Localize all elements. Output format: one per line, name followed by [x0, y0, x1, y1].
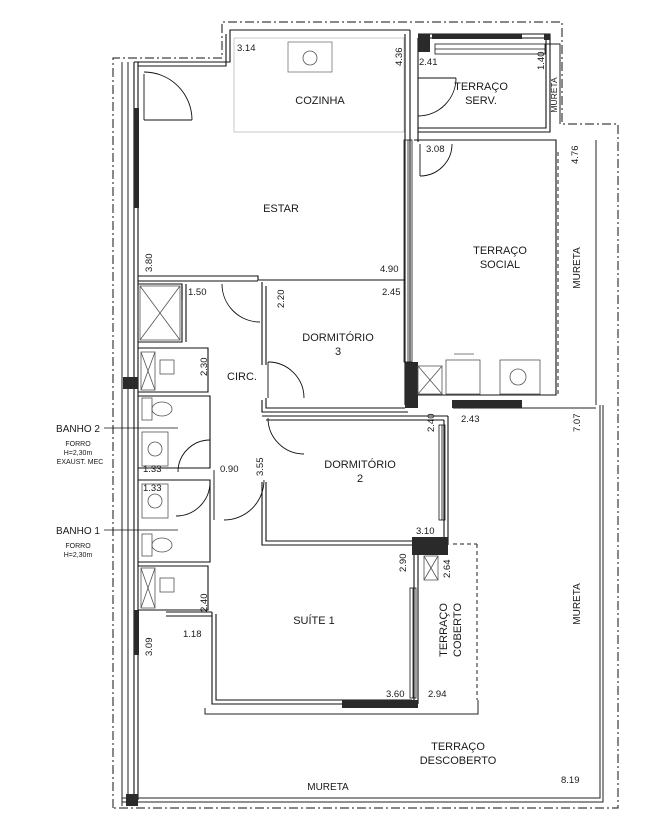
- dim-8-19: 8.19: [561, 775, 580, 786]
- windows: [403, 43, 546, 699]
- dim-2-43: 2.43: [461, 414, 480, 425]
- dim-3-10: 3.10: [416, 526, 435, 537]
- dim-4-76: 4.76: [570, 146, 581, 165]
- room-suite-1: SUÍTE 1: [293, 614, 335, 627]
- banho-2-note-height: H=2,30m: [64, 450, 93, 457]
- dim-1-40: 1.40: [536, 52, 547, 71]
- dim-7-07: 7.07: [572, 414, 583, 433]
- terrace-edges: [121, 43, 604, 806]
- mureta-label-top: MURETA: [549, 77, 559, 113]
- room-dormitorio-3: DORMITÓRIO: [302, 331, 374, 344]
- banho-2-note-forro: FORRO: [65, 441, 91, 448]
- walls: [133, 29, 557, 800]
- dim-1-50: 1.50: [188, 287, 207, 298]
- leader-lines: [104, 427, 178, 531]
- dim-4-90: 4.90: [380, 264, 399, 275]
- dim-2-20: 2.20: [276, 290, 287, 309]
- mureta-label-right: MURETA: [572, 583, 583, 625]
- banho-1-note-height: H=2,30m: [64, 552, 93, 559]
- dim-3-14: 3.14: [237, 43, 256, 54]
- dim-2-40-a: 2.40: [426, 414, 437, 433]
- room-terraco-coberto: TERRAÇO: [438, 603, 450, 657]
- banho-2-label: BANHO 2: [56, 424, 100, 435]
- dim-3-09: 3.09: [144, 638, 155, 657]
- dim-2-45: 2.45: [382, 287, 401, 298]
- solid-walls: [123, 34, 550, 806]
- dim-3-55: 3.55: [255, 458, 266, 477]
- dim-3-08: 3.08: [426, 144, 445, 155]
- property-boundary: [112, 21, 619, 809]
- room-terraco-coberto-2: COBERTO: [452, 603, 464, 657]
- fixtures: [139, 37, 541, 609]
- room-terraco-descoberto: TERRAÇO: [431, 741, 485, 753]
- dim-2-40-b: 2.40: [199, 594, 210, 613]
- mureta-label-bottom: MURETA: [307, 782, 349, 793]
- room-cozinha: COZINHA: [295, 95, 345, 107]
- dim-2-90: 2.90: [398, 554, 409, 573]
- room-dormitorio-2: DORMITÓRIO: [324, 458, 396, 471]
- banho-2-note-exaust: EXAUST. MEC: [57, 459, 104, 466]
- dim-1-33-b: 1.33: [143, 483, 162, 494]
- dim-3-60: 3.60: [386, 689, 405, 700]
- banho-1-label: BANHO 1: [56, 526, 100, 537]
- room-dormitorio-3-num: 3: [335, 346, 341, 358]
- dim-2-41: 2.41: [419, 57, 438, 68]
- dim-2-30: 2.30: [199, 358, 210, 377]
- dim-2-94: 2.94: [428, 689, 447, 700]
- dim-1-33-a: 1.33: [143, 464, 162, 475]
- mureta-label-social: MURETA: [572, 247, 583, 289]
- room-terraco-descoberto-2: DESCOBERTO: [420, 755, 497, 767]
- room-circ: CIRC.: [227, 371, 257, 383]
- dim-1-18: 1.18: [183, 629, 202, 640]
- room-dormitorio-2-num: 2: [357, 473, 363, 485]
- dim-2-64: 2.64: [442, 560, 453, 579]
- dim-4-36: 4.36: [394, 48, 405, 67]
- banho-1-note-forro: FORRO: [65, 543, 91, 550]
- room-terraco-social-2: SOCIAL: [480, 259, 520, 271]
- dim-0-90: 0.90: [220, 464, 239, 475]
- room-estar: ESTAR: [263, 203, 299, 215]
- room-terraco-serv-2: SERV.: [465, 95, 497, 107]
- dim-3-80: 3.80: [144, 254, 155, 273]
- doors: [143, 71, 457, 521]
- room-terraco-social: TERRAÇO: [473, 245, 527, 257]
- room-terraco-serv: TERRAÇO: [454, 81, 508, 93]
